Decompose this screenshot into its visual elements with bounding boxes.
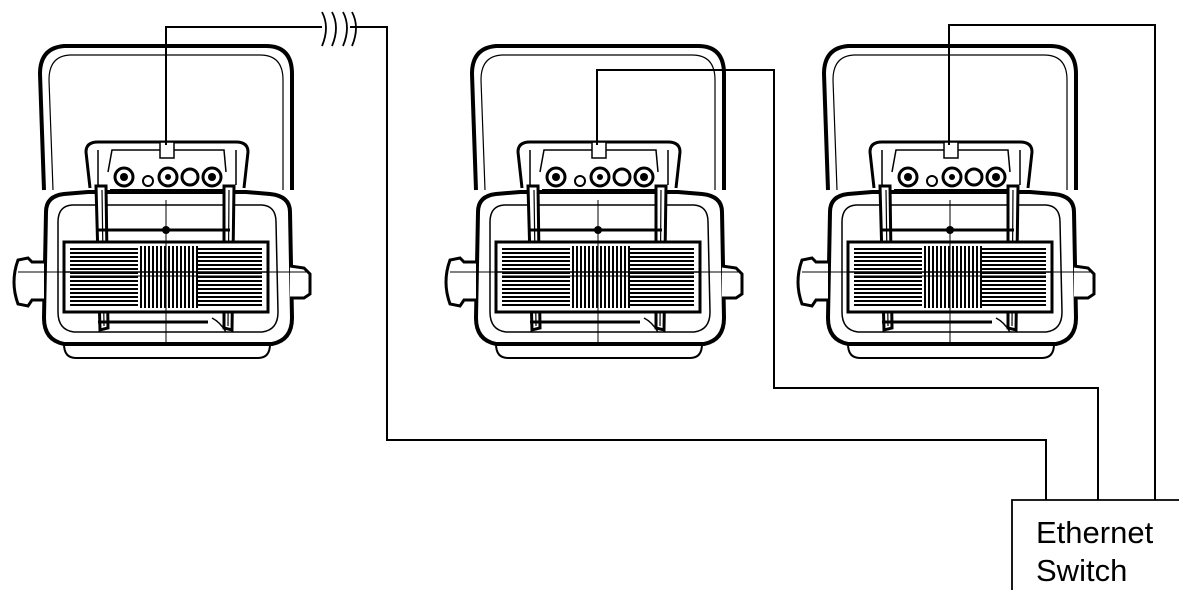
cable-fixture-2 bbox=[596, 69, 1099, 500]
cable-fixture-3 bbox=[948, 24, 1156, 500]
switch-label-line2: Switch bbox=[1036, 553, 1127, 588]
fixture-1 bbox=[12, 44, 312, 360]
switch-box bbox=[1011, 499, 1179, 590]
ethernet-switch: Ethernet Switch bbox=[1011, 499, 1179, 590]
cable-fixture-1 bbox=[165, 11, 1047, 500]
switch-label-line1: Ethernet bbox=[1036, 515, 1154, 550]
fixture-3 bbox=[796, 44, 1096, 360]
fixture-2 bbox=[444, 44, 744, 360]
